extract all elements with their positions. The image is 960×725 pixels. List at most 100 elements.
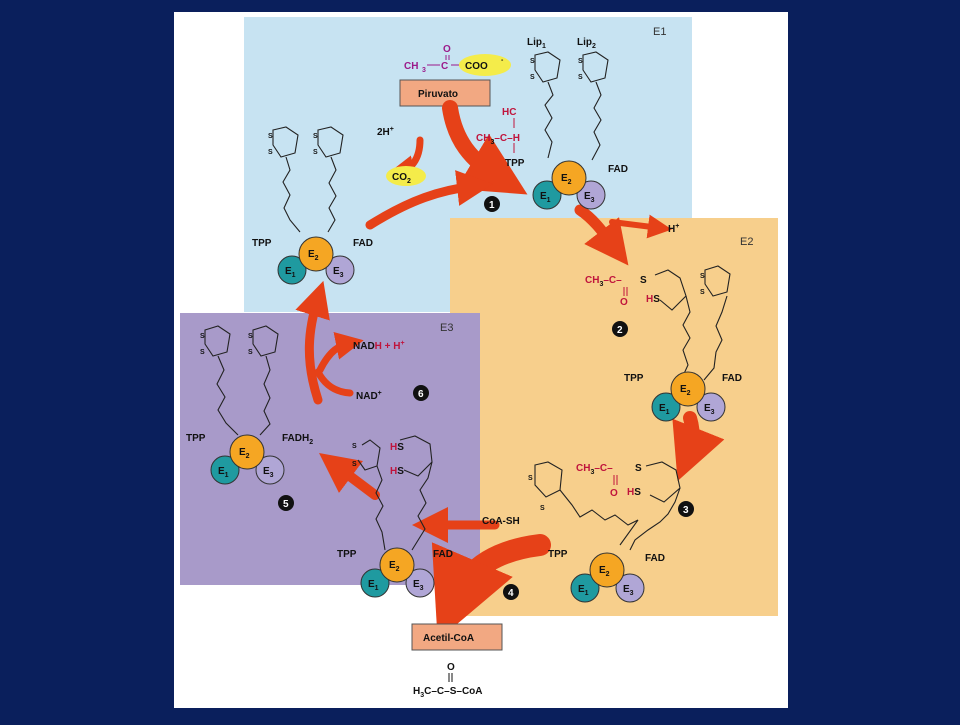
svg-text:E3: E3 [333, 266, 344, 279]
svg-text:E2: E2 [561, 173, 572, 186]
svg-text:E2: E2 [389, 560, 400, 573]
svg-text:E1: E1 [578, 584, 589, 597]
tpp-label-left: TPP [252, 238, 272, 249]
lipoyl-arms-e3 [204, 325, 279, 436]
e1-panel-label: E1 [653, 26, 666, 38]
lipoyl-arms-e2-lower [534, 461, 681, 551]
lipoyl-arms-e2-upper [654, 265, 731, 381]
svg-text:S: S [640, 275, 647, 286]
step-6-marker: 6 [413, 385, 429, 401]
tpp-label-e2-lower: TPP [548, 549, 568, 560]
svg-text:S: S [268, 149, 273, 156]
svg-text:HC: HC [502, 107, 516, 118]
svg-text:S: S [313, 133, 318, 140]
step-4-marker: 4 [503, 584, 519, 600]
pyruvate-formula: CH 3 C O COO - [404, 44, 511, 76]
svg-text:C: C [441, 61, 448, 72]
e3-panel-label: E3 [440, 322, 453, 334]
svg-text:S: S [200, 349, 205, 356]
svg-text:S: S [635, 463, 642, 474]
svg-text:E3: E3 [263, 466, 274, 479]
svg-text:E1: E1 [659, 403, 670, 416]
arrow-return-to-e1 [365, 170, 493, 230]
step-1-marker: 1 [484, 196, 500, 212]
svg-text:HS: HS [627, 487, 641, 498]
svg-text:S: S [700, 273, 705, 280]
reduced-lipoyl-e3 [357, 435, 433, 551]
acetyl-lipoyl-e2-upper: CH3–C– S O HS [585, 275, 660, 308]
fadh2-label: FADH2 [282, 433, 313, 446]
svg-text:E2: E2 [680, 384, 691, 397]
svg-text:5: 5 [283, 499, 289, 510]
co2-label: CO2 [392, 172, 411, 185]
step-2-marker: 2 [612, 321, 628, 337]
acetylcoa-o: O [447, 662, 455, 673]
acetylcoa-formula: H3C–C–S–CoA [413, 686, 483, 699]
svg-text:S: S [530, 58, 535, 65]
fad-label-left: FAD [353, 238, 373, 249]
svg-text:S: S [530, 74, 535, 81]
step-5-marker: 5 [278, 495, 294, 511]
arrow-to-e2 [574, 204, 629, 266]
hydroxyethyl-tpp: HC CH3–C–H TPP [476, 107, 525, 169]
svg-text:CH3–C–: CH3–C– [585, 275, 622, 288]
svg-text:S: S [528, 475, 533, 482]
svg-text:E3: E3 [413, 579, 424, 592]
enzyme-complex-bottom: E1 E2 E3 [360, 547, 435, 598]
svg-text:3: 3 [683, 505, 689, 516]
fad-label-e2-lower: FAD [645, 553, 665, 564]
svg-text:S: S [248, 349, 253, 356]
svg-text:-: - [501, 57, 504, 64]
svg-text:E3: E3 [584, 191, 595, 204]
svg-text:S: S [352, 461, 357, 468]
svg-text:S: S [313, 149, 318, 156]
svg-text:E2: E2 [239, 447, 250, 460]
svg-text:S: S [578, 74, 583, 81]
svg-text:4: 4 [508, 588, 514, 599]
svg-text:E3: E3 [704, 403, 715, 416]
svg-text:S: S [700, 289, 705, 296]
svg-text:E3: E3 [623, 584, 634, 597]
svg-text:CH3–C–H: CH3–C–H [476, 133, 520, 146]
svg-text:S: S [578, 58, 583, 65]
arrow-to-acetylcoa [431, 534, 551, 641]
svg-text:COO: COO [465, 61, 488, 72]
svg-text:E1: E1 [285, 266, 296, 279]
svg-text:S: S [540, 505, 545, 512]
lipoyl-arms-left [272, 126, 344, 233]
svg-text:TPP: TPP [505, 158, 525, 169]
svg-text:O: O [610, 488, 618, 499]
svg-text:HS: HS [390, 442, 404, 453]
step-3-marker: 3 [678, 501, 694, 517]
lip1-label: Lip1 [527, 37, 546, 50]
arrow-up-to-e1 [295, 280, 330, 405]
h-plus-label: H+ [668, 223, 679, 235]
arrow-to-fadh2 [319, 453, 380, 500]
svg-text:HS: HS [390, 466, 404, 477]
enzyme-complex-e2-lower: E1 E2 E3 [570, 552, 645, 603]
svg-text:E2: E2 [599, 565, 610, 578]
arrow-nadh [316, 332, 364, 374]
arrow-h-plus [609, 214, 672, 239]
coa-sh-label: CoA-SH [482, 516, 520, 527]
enzyme-complex-left: E1 E2 E3 [277, 236, 355, 285]
svg-text:3: 3 [422, 67, 426, 74]
svg-text:HS: HS [646, 294, 660, 305]
svg-text:E2: E2 [308, 249, 319, 262]
enzyme-complex-e2: E1 E2 E3 [651, 371, 726, 422]
svg-text:S: S [248, 333, 253, 340]
acetyl-lipoyl-e2-lower: CH3–C– S O HS [576, 463, 642, 499]
svg-text:O: O [620, 297, 628, 308]
svg-text:CH3–C–: CH3–C– [576, 463, 613, 476]
pyruvate-box [399, 79, 491, 107]
enzyme-complex-e3: E1 E2 E3 [210, 434, 285, 485]
svg-text:CH: CH [404, 61, 418, 72]
nadh-label: NADH + H+ [353, 340, 405, 352]
two-h-plus: 2H+ [377, 126, 394, 138]
reaction-arrows [295, 100, 725, 641]
svg-text:S: S [352, 443, 357, 450]
svg-text:E1: E1 [218, 466, 229, 479]
lip2-label: Lip2 [577, 37, 596, 50]
